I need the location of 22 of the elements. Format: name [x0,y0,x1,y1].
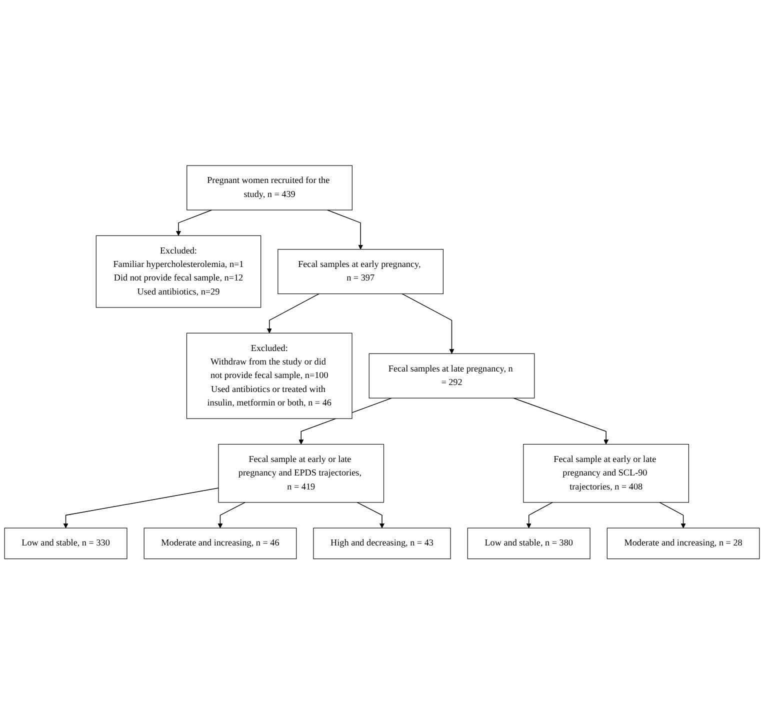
node-box: Low and stable, n = 330 [4,528,128,560]
arrow [63,488,219,529]
arrow [659,502,686,529]
arrow [326,210,364,250]
node-box: Fecal sample at early or late pregnancy and SCL-90 trajectories, n = 408 [523,444,689,503]
node-box: Excluded: Withdraw from the study or did not provide fecal sample, n=100 Used antibiotics or treated with insulin, metformin or both, n = 46 [186,333,352,420]
arrow [176,210,212,236]
node-box: Moderate and increasing, n = 46 [144,528,297,560]
arrow [402,294,454,354]
node-box: Excluded: Familiar hypercholesterolemia, n=1 Did not provide fecal sample, n=12 Used antibiotics, n=29 [96,236,262,308]
node-box: Fecal samples at early pregnancy, n = 397 [278,249,444,294]
arrow [266,294,320,334]
node-box: Fecal sample at early or late pregnancy and EPDS trajectories, n = 419 [218,444,384,503]
node-box: High and decreasing, n = 43 [313,528,451,560]
arrow [513,398,609,445]
node-box: Low and stable, n = 380 [467,528,590,560]
node-box: Pregnant women recruited for the study, n = 439 [186,166,352,211]
arrow [526,502,553,529]
arrow [218,502,246,529]
arrow [356,502,384,529]
node-box: Fecal samples at late pregnancy, n = 292 [368,354,535,399]
node-box: Moderate and increasing, n = 28 [606,528,760,560]
